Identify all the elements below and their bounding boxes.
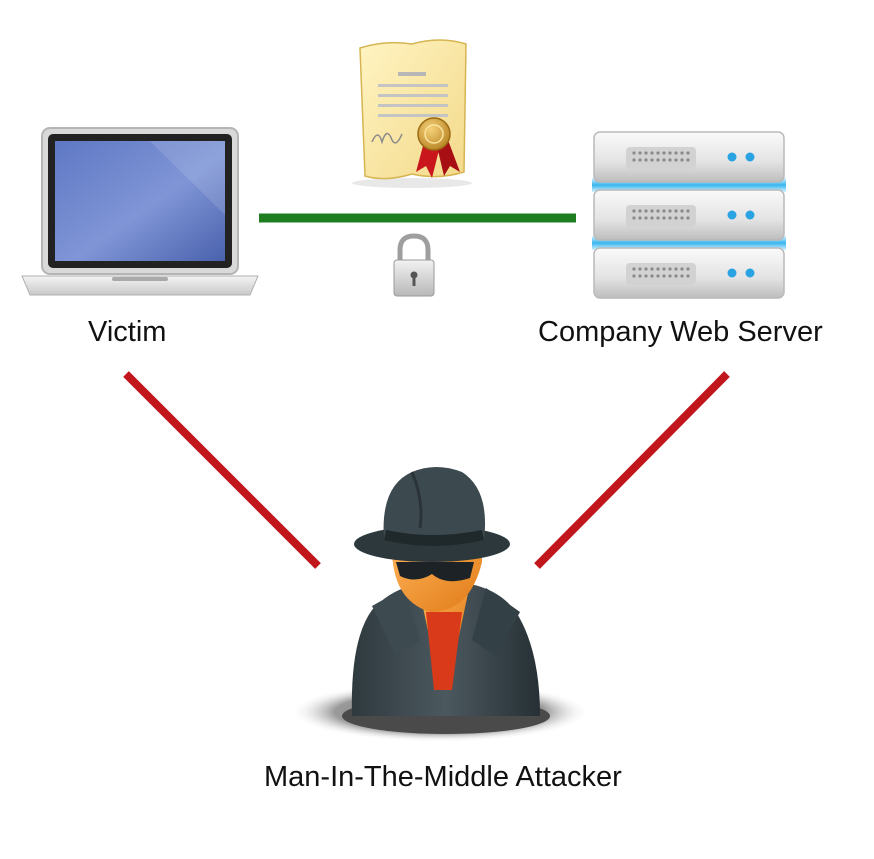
server-label: Company Web Server bbox=[538, 316, 823, 348]
server-unit-3 bbox=[593, 247, 785, 299]
server-icon bbox=[592, 131, 786, 299]
padlock-icon bbox=[393, 233, 435, 297]
spy-icon bbox=[290, 467, 590, 742]
certificate-icon bbox=[352, 39, 472, 188]
laptop-icon bbox=[21, 127, 259, 296]
intercept-line-victim bbox=[123, 371, 321, 569]
attacker-label: Man-In-The-Middle Attacker bbox=[264, 761, 622, 793]
server-unit-1 bbox=[593, 131, 785, 183]
server-unit-2 bbox=[593, 189, 785, 241]
intercept-line-server bbox=[534, 371, 730, 569]
victim-label: Victim bbox=[88, 316, 167, 348]
